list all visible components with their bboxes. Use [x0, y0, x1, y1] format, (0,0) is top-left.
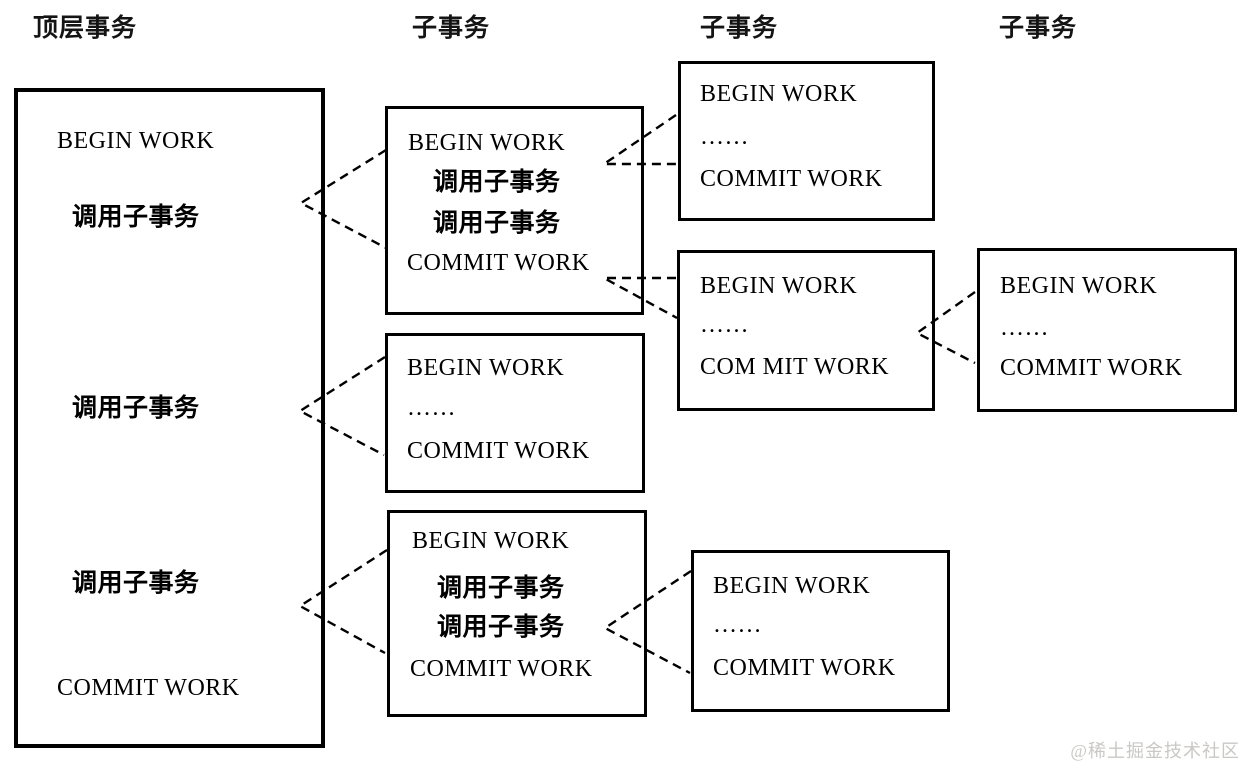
statement-begin-work: BEGIN WORK	[407, 355, 565, 381]
statement-begin-work: BEGIN WORK	[700, 273, 858, 299]
statement-ellipsis: ……	[713, 612, 762, 638]
statement-commit-work: COMMIT WORK	[410, 656, 593, 682]
box-subtransaction-1-2: BEGIN WORK …… COM MIT WORK	[677, 250, 935, 411]
statement-begin-work: BEGIN WORK	[408, 130, 566, 156]
statement-ellipsis: ……	[1000, 315, 1049, 341]
statement-commit-work: COMMIT WORK	[700, 166, 883, 192]
box-subtransaction-3-1: BEGIN WORK …… COMMIT WORK	[691, 550, 950, 712]
column-title-subtransaction-2: 子事务	[700, 15, 779, 42]
statement-call-subtransaction: 调用子事务	[437, 614, 565, 641]
statement-ellipsis: ……	[700, 124, 749, 150]
statement-begin-work: BEGIN WORK	[713, 573, 871, 599]
statement-call-subtransaction: 调用子事务	[72, 395, 200, 422]
statement-call-subtransaction: 调用子事务	[72, 570, 200, 597]
box-subtransaction-1-1: BEGIN WORK …… COMMIT WORK	[678, 61, 935, 221]
statement-commit-work: COMMIT WORK	[713, 655, 896, 681]
statement-commit-work: COMMIT WORK	[407, 438, 590, 464]
box-top-transaction: BEGIN WORK 调用子事务 调用子事务 调用子事务 COMMIT WORK	[14, 88, 325, 748]
statement-call-subtransaction: 调用子事务	[433, 169, 561, 196]
box-subtransaction-2: BEGIN WORK …… COMMIT WORK	[385, 333, 645, 493]
statement-begin-work: BEGIN WORK	[412, 528, 570, 554]
statement-call-subtransaction: 调用子事务	[437, 575, 565, 602]
box-subtransaction-1-2-1: BEGIN WORK …… COMMIT WORK	[977, 248, 1237, 412]
statement-commit-work: COM MIT WORK	[700, 354, 890, 380]
statement-call-subtransaction: 调用子事务	[72, 204, 200, 231]
statement-call-subtransaction: 调用子事务	[433, 210, 561, 237]
statement-ellipsis: ……	[700, 312, 749, 338]
column-title-top-transaction: 顶层事务	[33, 15, 138, 42]
juejin-watermark: @稀土掘金技术社区	[1070, 741, 1240, 761]
column-title-subtransaction-3: 子事务	[999, 15, 1078, 42]
statement-commit-work: COMMIT WORK	[407, 250, 590, 276]
column-title-subtransaction-1: 子事务	[412, 15, 491, 42]
box-subtransaction-3: BEGIN WORK 调用子事务 调用子事务 COMMIT WORK	[387, 510, 647, 717]
statement-ellipsis: ……	[407, 395, 456, 421]
statement-begin-work: BEGIN WORK	[57, 128, 215, 154]
statement-commit-work: COMMIT WORK	[1000, 355, 1183, 381]
box-subtransaction-1: BEGIN WORK 调用子事务 调用子事务 COMMIT WORK	[385, 106, 644, 315]
statement-begin-work: BEGIN WORK	[700, 81, 858, 107]
statement-begin-work: BEGIN WORK	[1000, 273, 1158, 299]
statement-commit-work: COMMIT WORK	[57, 675, 240, 701]
